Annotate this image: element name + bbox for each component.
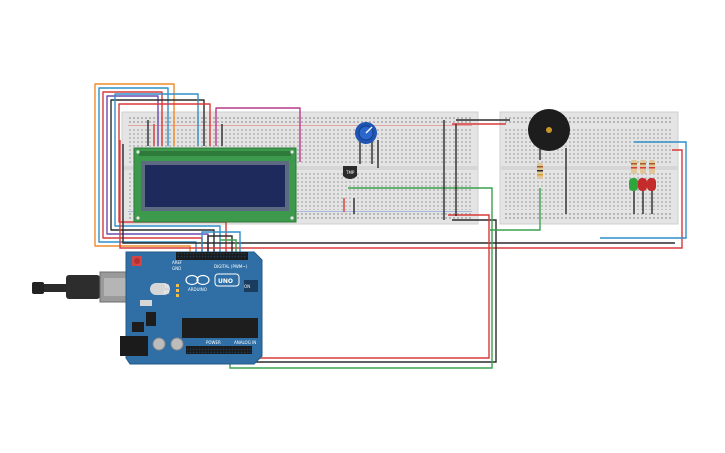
on-label: ON [244,284,250,289]
piezo-buzzer[interactable] [528,109,570,151]
potentiometer[interactable] [355,122,377,144]
tx-label: TX [163,284,169,289]
lcd-display[interactable] [133,147,297,223]
led-red-2[interactable] [647,178,656,191]
resistor-buzzer[interactable] [537,163,543,179]
temperature-sensor[interactable]: TMP [343,166,357,179]
arduino-uno-board[interactable]: UNO ARDUINO DIGITAL (PWM~) POWER ANALOG … [120,251,263,365]
aref-label: AREF [172,260,183,265]
resistor-led-1[interactable] [631,160,637,174]
led-green[interactable] [629,178,638,191]
led-red-1[interactable] [638,178,647,191]
digital-label: DIGITAL (PWM~) [214,264,248,269]
model-label: UNO [218,278,233,285]
analog-label: ANALOG IN [234,340,256,345]
sensor-label: TMP [345,170,355,175]
usb-cable[interactable] [32,271,131,303]
gnd-label: GND [172,266,181,271]
arduino-infinity-logo [185,274,210,286]
resistor-led-3[interactable] [649,160,655,174]
resistor-led-2[interactable] [640,160,646,174]
power-label: POWER [206,340,221,345]
brand-label: ARDUINO [188,287,207,292]
rx-label: RX [164,290,170,295]
